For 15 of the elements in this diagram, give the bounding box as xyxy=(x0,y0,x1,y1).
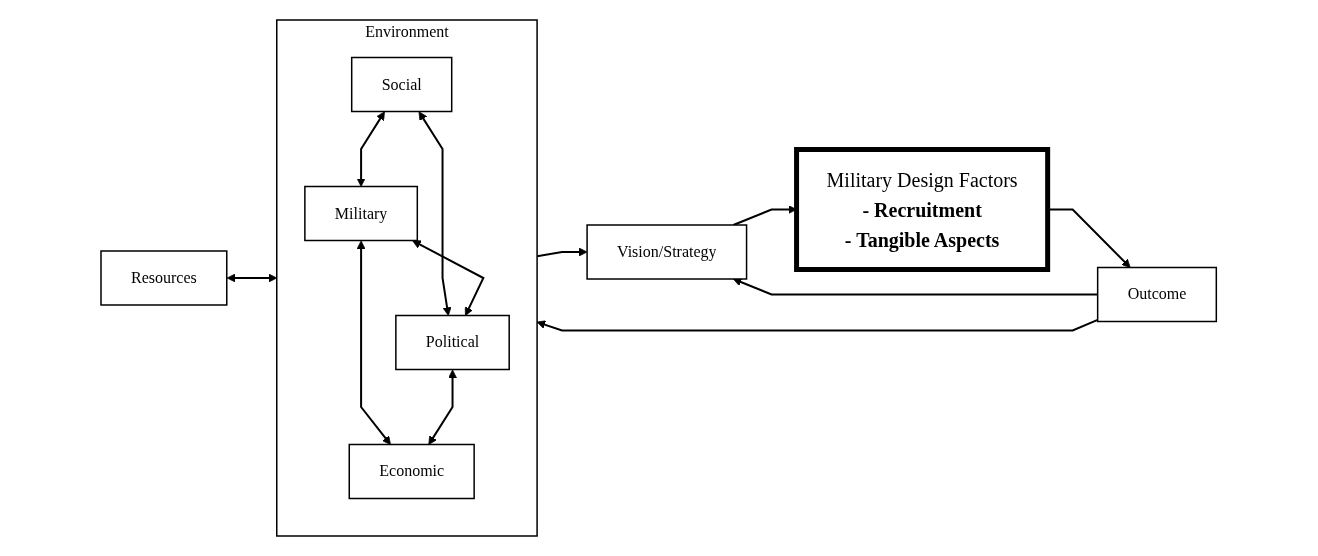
node-box: Economic xyxy=(348,443,476,500)
node-box: Military Design Factors - Recruitment - Tangible Aspects xyxy=(794,147,1051,272)
arrow xyxy=(537,318,1099,332)
node-box: Vision/Strategy xyxy=(586,224,748,280)
arrow xyxy=(418,111,452,316)
arrow xyxy=(227,273,278,283)
node-box: Outcome xyxy=(1097,266,1218,323)
arrow xyxy=(357,111,386,187)
arrow xyxy=(428,369,458,445)
node-box: Resources xyxy=(100,250,228,306)
node-box: Social xyxy=(351,56,453,113)
node-box: Military xyxy=(304,185,419,242)
node-box: Political xyxy=(395,314,511,371)
arrow xyxy=(412,240,486,316)
arrow xyxy=(357,240,392,445)
